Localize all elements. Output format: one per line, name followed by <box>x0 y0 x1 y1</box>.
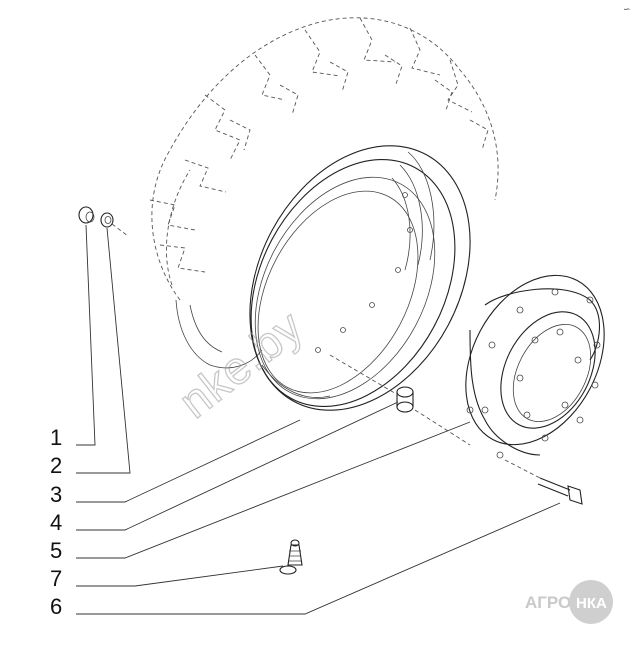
callout-4: 4 <box>50 510 62 535</box>
callout-2: 2 <box>50 453 62 478</box>
agronka-logo: АГРО НКА <box>525 580 613 624</box>
nut-part <box>78 206 95 224</box>
washer-part <box>100 212 114 228</box>
wheel-centre-disc <box>465 274 605 459</box>
corner-mark: ∽ <box>623 4 631 14</box>
assembly-axis-line <box>111 223 129 237</box>
callout-3: 3 <box>50 482 62 507</box>
bolt-axis-line <box>504 459 541 479</box>
disc-axis-line <box>414 409 471 446</box>
bushing-axis-line <box>329 354 399 396</box>
spacer-bushing-part <box>396 386 414 413</box>
callout-6: 6 <box>50 594 62 619</box>
callout-7: 7 <box>50 566 62 591</box>
callout-5: 5 <box>50 538 62 563</box>
bolt-part <box>537 477 583 505</box>
watermark-text: nke.by <box>169 300 313 428</box>
valve-part <box>279 539 303 575</box>
callout-1: 1 <box>50 425 62 450</box>
tire-phantom-outline <box>149 17 499 369</box>
callout-leader-lines <box>76 224 561 615</box>
logo-text-left: АГРО <box>525 593 571 612</box>
wheel-rim <box>249 145 471 411</box>
logo-circle <box>569 580 613 624</box>
logo-text-right: НКА <box>576 595 607 612</box>
